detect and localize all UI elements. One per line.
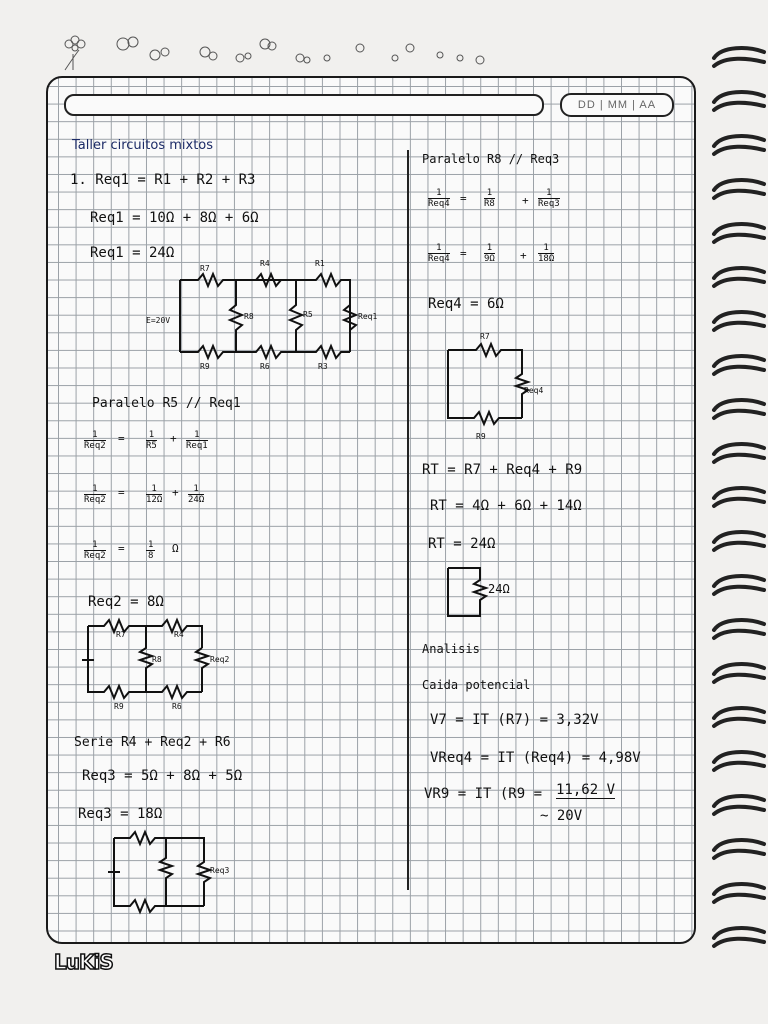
rt-values: RT = 4Ω + 6Ω + 14Ω bbox=[430, 498, 582, 514]
plus-sign: + bbox=[520, 249, 527, 262]
label-r8: R8 bbox=[244, 312, 254, 321]
spiral-coil bbox=[712, 222, 766, 244]
equals-sign: = bbox=[460, 247, 467, 260]
label-r9: R9 bbox=[200, 362, 210, 371]
spiral-coil bbox=[712, 618, 766, 640]
equation-req1-result: Req1 = 24Ω bbox=[90, 245, 175, 261]
label-r8: R8 bbox=[152, 655, 162, 664]
label-r6: R6 bbox=[260, 362, 270, 371]
spiral-coil bbox=[712, 926, 766, 948]
label-r7: R7 bbox=[116, 630, 126, 639]
spiral-coil bbox=[712, 530, 766, 552]
label-req2: Req2 bbox=[210, 655, 230, 664]
label-req4: Req4 bbox=[524, 386, 544, 395]
header-bar bbox=[64, 94, 544, 116]
equals-sign: = bbox=[118, 542, 125, 555]
spiral-coil bbox=[712, 46, 766, 68]
circuit-diagram-5 bbox=[447, 567, 490, 617]
parallel-title-2: Paralelo R8 // Req3 bbox=[422, 152, 560, 166]
label-r4: R4 bbox=[174, 630, 184, 639]
label-r9: R9 bbox=[476, 432, 486, 441]
label-r1: R1 bbox=[315, 259, 325, 268]
voltage-r9-value: 11,62 V bbox=[556, 782, 616, 799]
total-voltage: ~ 20V bbox=[540, 808, 583, 824]
spiral-coil bbox=[712, 134, 766, 156]
serie-title: Serie R4 + Req2 + R6 bbox=[74, 735, 231, 750]
circuit-diagram-1 bbox=[179, 271, 359, 361]
spiral-coil bbox=[712, 794, 766, 816]
equals-sign: = bbox=[118, 486, 125, 499]
spiral-coil bbox=[712, 354, 766, 376]
spiral-coil bbox=[712, 882, 766, 904]
spiral-coil bbox=[712, 442, 766, 464]
spiral-coil bbox=[712, 838, 766, 860]
parallel-title-1: Paralelo R5 // Req1 bbox=[92, 396, 241, 411]
date-field: DD | MM | AA bbox=[560, 93, 674, 117]
spiral-coil bbox=[712, 574, 766, 596]
equation-req3-values: Req3 = 5Ω + 8Ω + 5Ω bbox=[82, 768, 243, 784]
label-voltage: E=20V bbox=[146, 316, 171, 325]
label-r9: R9 bbox=[114, 702, 124, 711]
equation-req1-values: Req1 = 10Ω + 8Ω + 6Ω bbox=[90, 210, 259, 226]
plus-sign: + bbox=[170, 432, 177, 445]
voltage-req4: VReq4 = IT (Req4) = 4,98V bbox=[430, 750, 641, 766]
flower-doodles bbox=[64, 35, 485, 71]
label-r7: R7 bbox=[480, 332, 490, 341]
rt-formula: RT = R7 + Req4 + R9 bbox=[422, 462, 583, 478]
brand-logo: LuKiS bbox=[53, 949, 114, 975]
voltage-r9: VR9 = IT (R9 = bbox=[424, 786, 543, 802]
spiral-coil bbox=[712, 486, 766, 508]
req4-result: Req4 = 6Ω bbox=[428, 296, 504, 312]
spiral-coil bbox=[712, 662, 766, 684]
voltage-r7: V7 = IT (R7) = 3,32V bbox=[430, 712, 599, 728]
equation-req1-formula: 1. Req1 = R1 + R2 + R3 bbox=[70, 172, 256, 188]
label-r3: R3 bbox=[318, 362, 328, 371]
circuit-diagram-3 bbox=[108, 829, 214, 915]
column-divider bbox=[407, 150, 409, 890]
spiral-binding bbox=[712, 46, 766, 948]
spiral-coil bbox=[712, 90, 766, 112]
spiral-coil bbox=[712, 398, 766, 420]
worksheet-title: Taller circuitos mixtos bbox=[72, 138, 214, 153]
label-r6: R6 bbox=[172, 702, 182, 711]
spiral-coil bbox=[712, 310, 766, 332]
circuit-diagram-2 bbox=[82, 617, 212, 701]
req2-result: Req2 = 8Ω bbox=[88, 594, 164, 610]
spiral-coil bbox=[712, 178, 766, 200]
unit-ohm: Ω bbox=[172, 542, 179, 555]
potential-drop-heading: Caida potencial bbox=[422, 678, 531, 692]
analysis-heading: Analisis bbox=[422, 642, 480, 656]
label-req1: Req1 bbox=[358, 312, 378, 321]
circuit-diagram-4 bbox=[447, 341, 532, 427]
spiral-coil bbox=[712, 266, 766, 288]
spiral-coil bbox=[712, 750, 766, 772]
label-r7: R7 bbox=[200, 264, 210, 273]
label-req3: Req3 bbox=[210, 866, 230, 875]
plus-sign: + bbox=[172, 486, 179, 499]
req3-result: Req3 = 18Ω bbox=[78, 806, 163, 822]
label-r5: R5 bbox=[303, 310, 313, 319]
rt-result: RT = 24Ω bbox=[428, 536, 496, 552]
spiral-coil bbox=[712, 706, 766, 728]
plus-sign: + bbox=[522, 194, 529, 207]
label-r4: R4 bbox=[260, 259, 270, 268]
equals-sign: = bbox=[118, 432, 125, 445]
equals-sign: = bbox=[460, 192, 467, 205]
label-24ohm: 24Ω bbox=[488, 582, 510, 596]
